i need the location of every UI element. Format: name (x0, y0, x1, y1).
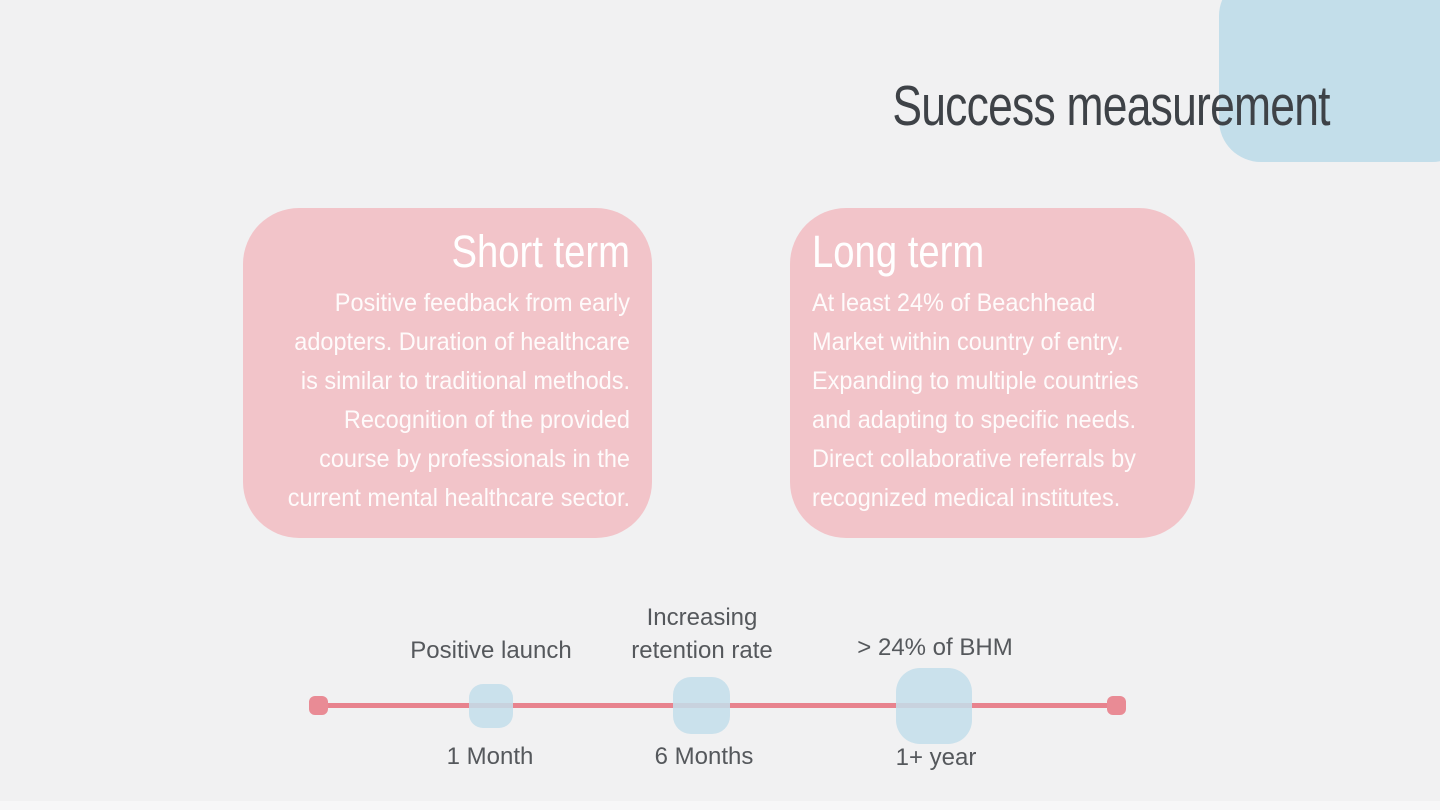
milestone-time-2: 6 Months (654, 743, 754, 770)
milestone-label-1: Positive launch (410, 637, 572, 664)
slide-title: Success measurement (892, 74, 1331, 138)
slide-bottom-edge (0, 801, 1440, 810)
milestone-time-1: 1 Month (446, 743, 534, 770)
long-term-heading: Long term (812, 226, 985, 277)
short-term-card: Short term Positive feedback from early … (243, 208, 652, 538)
short-term-heading: Short term (451, 226, 630, 277)
milestone-node-1-month (469, 684, 513, 728)
timeline-start-cap (309, 696, 328, 715)
milestone-node-6-months (673, 677, 730, 734)
corner-accent-shape (1219, 0, 1440, 162)
short-term-body: Positive feedback from early adopters. D… (287, 289, 630, 512)
milestone-time-3: 1+ year (895, 744, 977, 771)
milestone-node-1-year (896, 668, 972, 744)
long-term-card: Long term At least 24% of Beachhead Mark… (790, 208, 1195, 538)
timeline-end-cap (1107, 696, 1126, 715)
long-term-body: At least 24% of Beachhead Market within … (812, 289, 1139, 512)
milestone-label-3: > 24% of BHM (857, 634, 1013, 661)
milestone-label-2: Increasing retention rate (631, 604, 773, 664)
